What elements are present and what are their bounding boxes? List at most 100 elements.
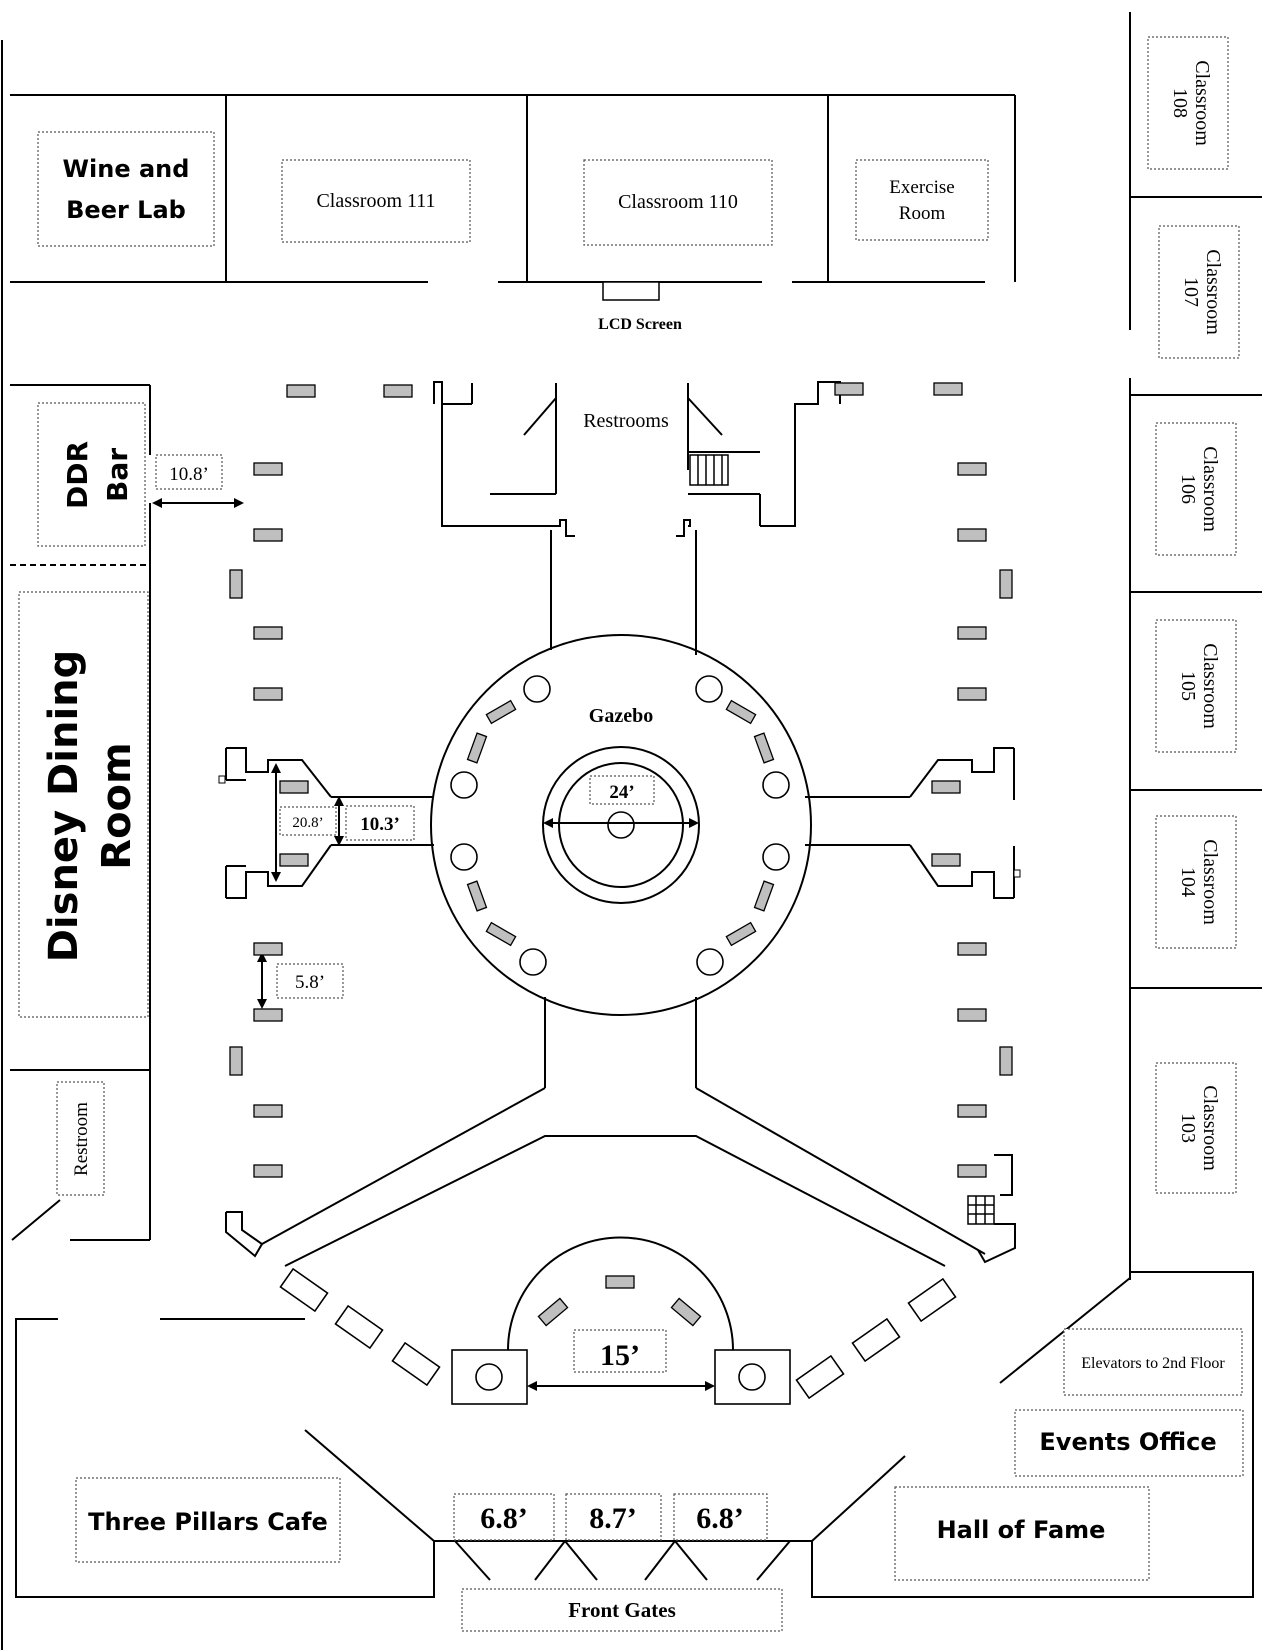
- events-office-label: Events Office: [1039, 1428, 1216, 1456]
- classroom-103-label-line2: 103: [1177, 1113, 1199, 1143]
- measure-ddr-gap-label: 10.8’: [169, 464, 209, 485]
- bench: [907, 1277, 957, 1323]
- classroom-110: Classroom 110: [583, 159, 773, 246]
- table: [957, 687, 987, 701]
- stage: 15’: [451, 1236, 791, 1405]
- events-office: Events Office: [1014, 1409, 1244, 1477]
- classroom-110-label: Classroom 110: [618, 191, 738, 213]
- classroom-104-label-line2: 104: [1177, 867, 1199, 897]
- side-entry-width-label: 20.8’: [292, 815, 323, 831]
- bench: [391, 1341, 441, 1387]
- table: [229, 1046, 243, 1076]
- ddr-bar: DDR Bar: [37, 402, 146, 547]
- classroom-105-label-line2: 105: [1177, 671, 1199, 701]
- bench: [753, 880, 775, 912]
- table: [957, 942, 987, 956]
- measure-ddr-gap: 10.8’: [152, 454, 244, 508]
- pillar: [450, 843, 478, 871]
- hall-of-fame-label: Hall of Fame: [937, 1516, 1106, 1544]
- hall-of-fame: Hall of Fame: [894, 1486, 1150, 1581]
- table: [957, 528, 987, 542]
- table: [279, 780, 309, 794]
- north-corridor: [550, 530, 697, 655]
- measure-table-spacing: 5.8’: [257, 952, 344, 1009]
- restrooms-block: Restrooms: [433, 381, 841, 537]
- table: [279, 853, 309, 867]
- table-spacing-label: 5.8’: [295, 972, 325, 993]
- pillar: [519, 948, 547, 976]
- bench: [466, 880, 488, 912]
- ddr-bar-label-line1: DDR: [61, 441, 94, 509]
- table: [957, 1164, 987, 1178]
- bench: [485, 699, 517, 725]
- table: [253, 1104, 283, 1118]
- wine-beer-lab-label-line2: Beer Lab: [66, 196, 186, 224]
- exercise-room: Exercise Room: [855, 159, 989, 241]
- restrooms-label: Restrooms: [583, 410, 669, 432]
- table: [253, 528, 283, 542]
- sw-corner-post: [225, 1211, 264, 1258]
- side-corridor-width-label: 10.3’: [360, 814, 400, 835]
- exercise-room-label-line1: Exercise: [889, 177, 954, 198]
- pillar: [450, 771, 478, 799]
- classroom-106-label-line2: 106: [1177, 474, 1199, 504]
- three-pillars-cafe-label: Three Pillars Cafe: [88, 1508, 328, 1536]
- classroom-107-label-line2: 107: [1180, 277, 1202, 307]
- restroom-left: Restroom: [56, 1081, 105, 1196]
- table: [957, 1104, 987, 1118]
- bench: [279, 1267, 329, 1313]
- south-corridor: [261, 997, 986, 1267]
- classroom-106-label-line1: Classroom: [1199, 446, 1221, 532]
- table: [286, 384, 316, 398]
- pillar: [695, 675, 723, 703]
- classroom-105: Classroom 105: [1155, 619, 1237, 753]
- table: [253, 942, 283, 956]
- table: [931, 780, 961, 794]
- bench: [851, 1317, 901, 1363]
- table: [834, 382, 864, 396]
- lcd-screen-label: LCD Screen: [598, 316, 682, 333]
- bench: [334, 1304, 384, 1350]
- table: [253, 462, 283, 476]
- east-corridor: [805, 747, 1021, 899]
- table: [999, 1046, 1013, 1076]
- gazebo-benches: [466, 699, 775, 947]
- table: [253, 687, 283, 701]
- classroom-108-label-line2: 108: [1169, 88, 1191, 118]
- classroom-107-label-line1: Classroom: [1202, 249, 1224, 335]
- front-gates-label: Front Gates: [568, 1598, 676, 1622]
- gazebo: Gazebo 24’: [430, 634, 812, 1016]
- table: [383, 384, 413, 398]
- disney-dining-room-label-line2: Room: [94, 742, 140, 869]
- lower-benches: [279, 1267, 957, 1400]
- classroom-105-label-line1: Classroom: [1199, 643, 1221, 729]
- bench: [753, 732, 775, 764]
- table: [957, 1008, 987, 1022]
- classroom-103-label-line1: Classroom: [1199, 1085, 1221, 1171]
- stage-pillar-left-circle: [475, 1363, 503, 1391]
- right-classroom-walls: [1129, 12, 1262, 1280]
- stage-pillar-right-circle: [738, 1363, 766, 1391]
- measure-west-entry: 20.8’ 10.3’: [271, 763, 415, 882]
- classroom-104-label-line1: Classroom: [1199, 839, 1221, 925]
- stage-gap-label: 15’: [600, 1339, 640, 1372]
- elevators-label: Elevators to 2nd Floor: [1081, 1355, 1225, 1372]
- bench: [485, 921, 517, 947]
- ddr-bar-label-line2: Bar: [101, 448, 134, 502]
- classroom-111: Classroom 111: [281, 159, 471, 243]
- gazebo-diameter-label: 24’: [609, 782, 634, 803]
- exercise-room-label-line2: Room: [899, 203, 946, 224]
- table: [537, 1297, 569, 1327]
- classroom-104: Classroom 104: [1155, 815, 1237, 949]
- classroom-108-label-line1: Classroom: [1191, 60, 1213, 146]
- perimeter-tables: [229, 382, 1013, 1178]
- front-gates: Front Gates: [461, 1588, 783, 1632]
- bench: [795, 1354, 845, 1400]
- bench: [725, 699, 757, 725]
- pillar: [762, 771, 790, 799]
- wine-beer-lab: Wine and Beer Lab: [37, 131, 215, 247]
- classroom-107: Classroom 107: [1158, 225, 1240, 359]
- table: [933, 382, 963, 396]
